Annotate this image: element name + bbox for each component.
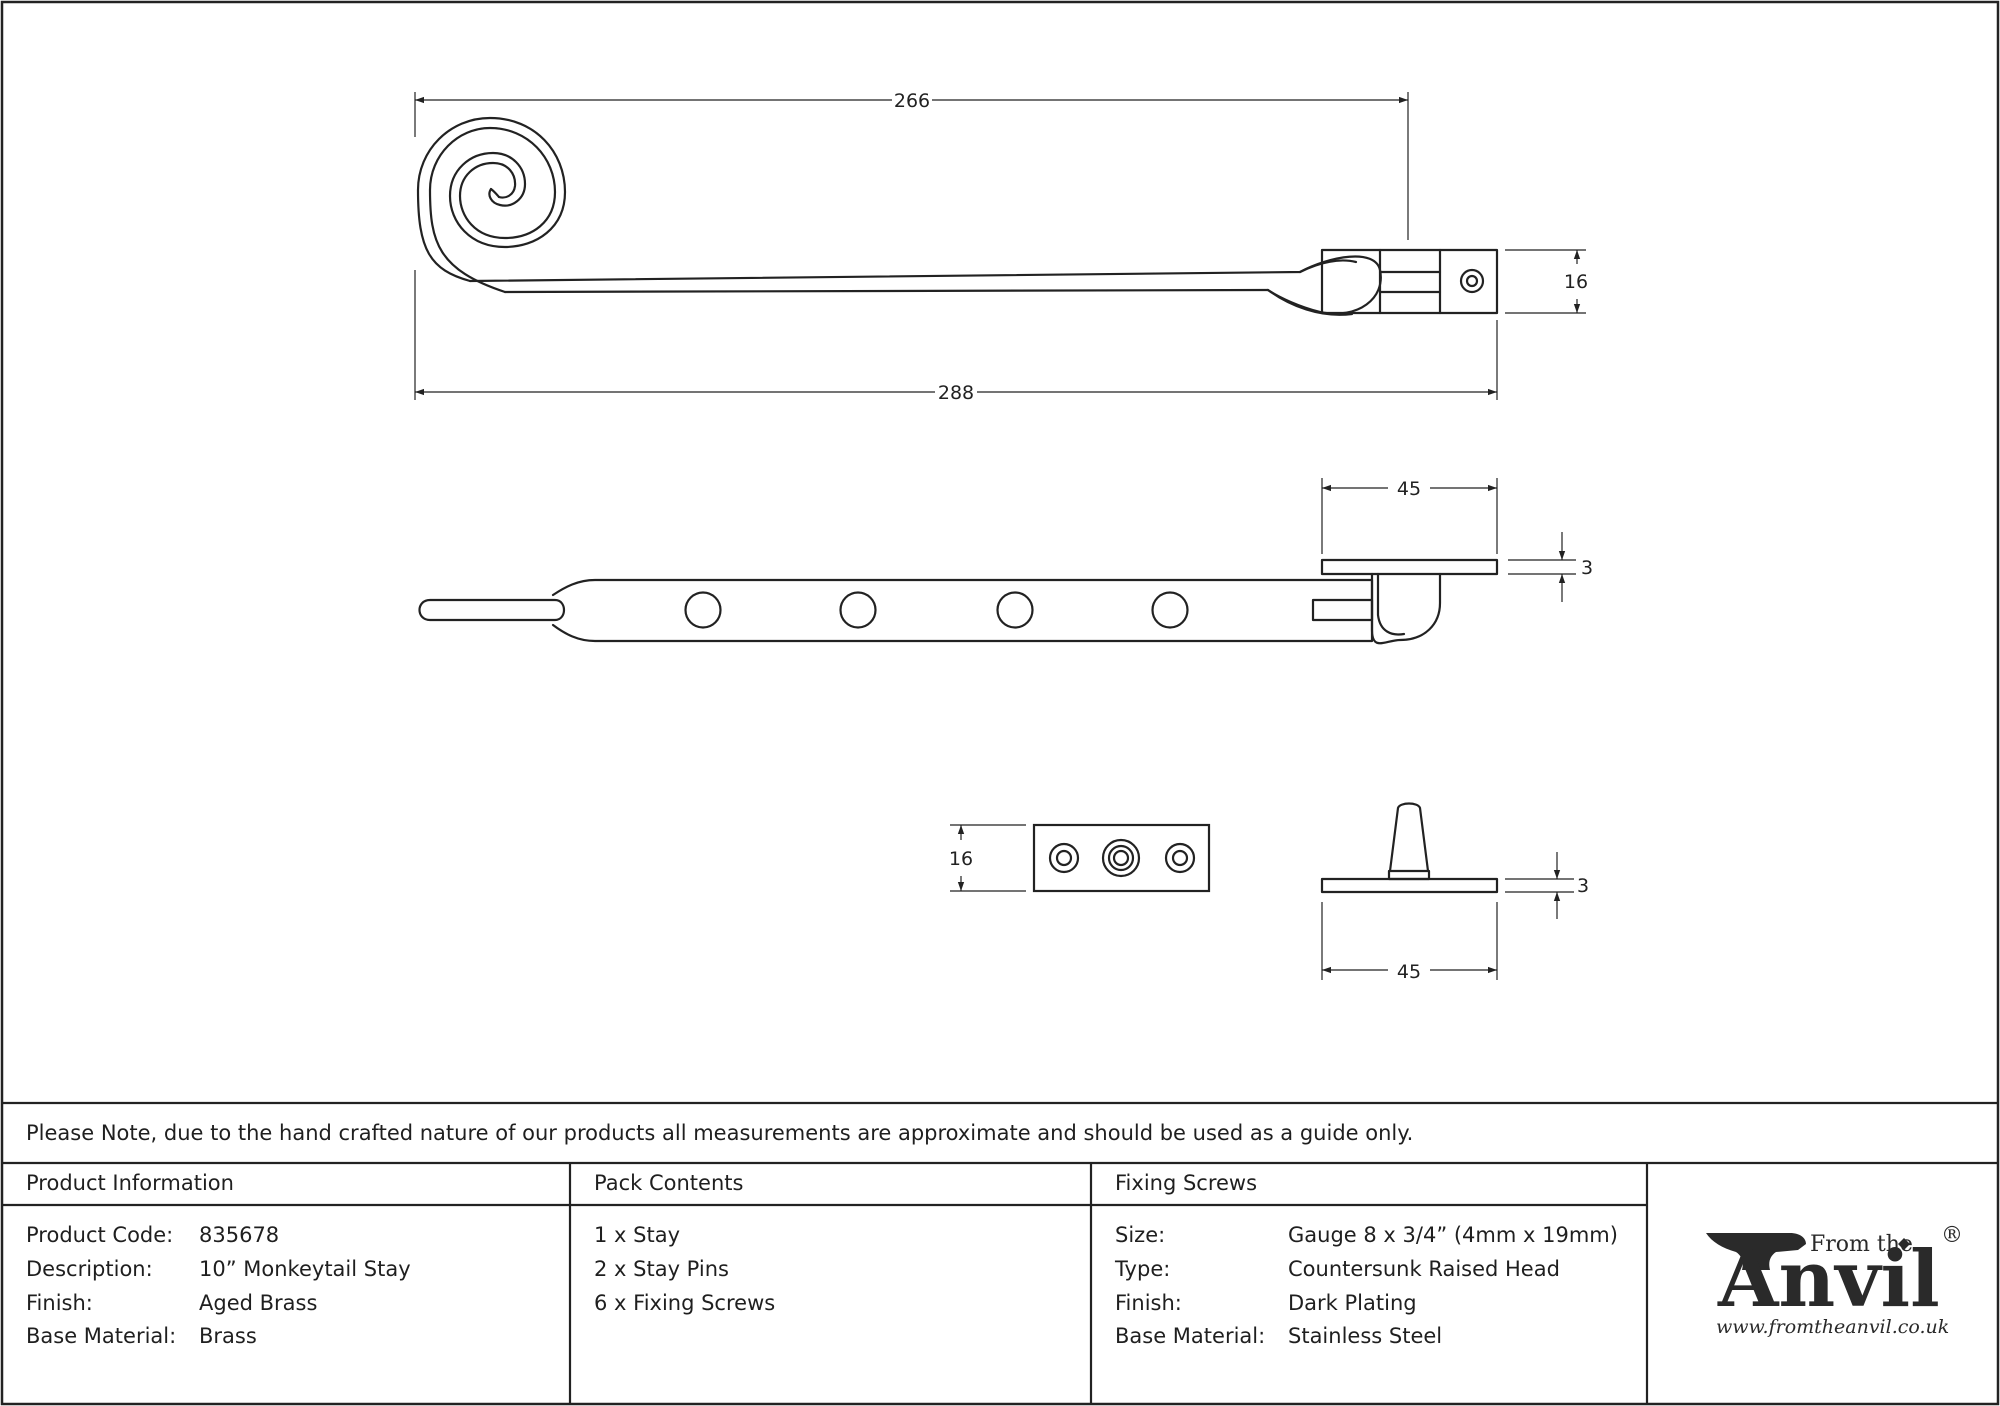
dim-pin-plate-width-label: 45 bbox=[1397, 961, 1421, 983]
pin-peg bbox=[1388, 802, 1430, 872]
dim-bracket-height bbox=[1505, 249, 1586, 314]
dim-side-bracket-width bbox=[1321, 478, 1498, 554]
pack-contents-heading: Pack Contents bbox=[594, 1171, 744, 1195]
side-pin-end bbox=[418, 598, 566, 622]
screw-type-value: Countersunk Raised Head bbox=[1288, 1257, 1560, 1281]
bracket-screw-hole bbox=[1459, 268, 1485, 294]
diamond-icon bbox=[1898, 1238, 1910, 1250]
side-hole-3 bbox=[996, 591, 1034, 629]
side-arm bbox=[551, 578, 1374, 643]
dim-overall-length bbox=[414, 270, 1498, 400]
pin-plate-top-view bbox=[1032, 823, 1211, 893]
dim-pin-plate-height bbox=[950, 824, 1026, 892]
monkeytail-spiral-inner bbox=[428, 126, 557, 294]
side-bracket-tab bbox=[1311, 598, 1374, 622]
screw-size-value: Gauge 8 x 3/4” (4mm x 19mm) bbox=[1288, 1223, 1618, 1247]
finish-label: Finish: bbox=[26, 1291, 93, 1315]
dim-side-plate-thickness bbox=[1508, 532, 1576, 602]
screw-base-material-label: Base Material: bbox=[1115, 1324, 1266, 1348]
screw-finish-label: Finish: bbox=[1115, 1291, 1182, 1315]
pin-plate bbox=[1032, 823, 1211, 893]
from-the-anvil-logo: From the ® Anvil www.fromtheanvil.co.uk bbox=[1706, 1223, 1963, 1338]
dim-pin-plate-thickness-label: 3 bbox=[1577, 875, 1589, 897]
info-table-grid bbox=[2, 1101, 1998, 1404]
product-code-label: Product Code: bbox=[26, 1223, 174, 1247]
finish-value: Aged Brass bbox=[199, 1291, 318, 1315]
logo-registered: ® bbox=[1941, 1223, 1963, 1248]
dim-side-bracket-width-label: 45 bbox=[1397, 478, 1421, 500]
side-hole-2 bbox=[839, 591, 877, 629]
product-info-heading: Product Information bbox=[26, 1171, 234, 1195]
side-hole-1 bbox=[684, 591, 722, 629]
description-value: 10” Monkeytail Stay bbox=[199, 1257, 411, 1281]
screw-finish-value: Dark Plating bbox=[1288, 1291, 1417, 1315]
stay-arm bbox=[468, 259, 1358, 283]
stay-knuckle bbox=[1266, 255, 1382, 315]
stay-side-view bbox=[418, 558, 1499, 645]
pin-side-view bbox=[1320, 802, 1499, 894]
logo-from-the: From the bbox=[1810, 1232, 1913, 1257]
description-label: Description: bbox=[26, 1257, 153, 1281]
measurement-note: Please Note, due to the hand crafted nat… bbox=[26, 1121, 1414, 1145]
dim-top-length-label: 266 bbox=[894, 90, 930, 112]
side-bracket-plate bbox=[1320, 558, 1499, 576]
screw-type-label: Type: bbox=[1115, 1257, 1171, 1281]
dim-pin-plate-thickness bbox=[1505, 852, 1574, 919]
screw-base-material-value: Stainless Steel bbox=[1288, 1324, 1443, 1348]
dim-pin-plate-width bbox=[1321, 902, 1498, 980]
screw-size-label: Size: bbox=[1115, 1223, 1166, 1247]
product-code-value: 835678 bbox=[199, 1223, 280, 1247]
base-material-value: Brass bbox=[199, 1324, 257, 1348]
base-material-label: Base Material: bbox=[26, 1324, 177, 1348]
pin-side-plate bbox=[1320, 877, 1499, 894]
logo-anvil-wordmark: Anvil bbox=[1717, 1234, 1940, 1325]
monkeytail-spiral bbox=[416, 116, 567, 283]
fixing-screws-heading: Fixing Screws bbox=[1115, 1171, 1258, 1195]
pack-item-fixing-screws: 6 x Fixing Screws bbox=[594, 1291, 776, 1315]
anvil-icon bbox=[1706, 1233, 1806, 1270]
stay-top-view bbox=[416, 116, 1499, 316]
side-bracket-hook bbox=[1370, 572, 1442, 645]
dim-bracket-height-label: 16 bbox=[1564, 271, 1588, 293]
dim-top-length bbox=[414, 92, 1409, 240]
side-hole-4 bbox=[1151, 591, 1189, 629]
pack-item-stay-pins: 2 x Stay Pins bbox=[594, 1257, 729, 1281]
logo-url: www.fromtheanvil.co.uk bbox=[1716, 1316, 1949, 1338]
pack-item-stay: 1 x Stay bbox=[594, 1223, 680, 1247]
dim-pin-plate-height-label: 16 bbox=[949, 848, 973, 870]
dim-side-plate-thickness-label: 3 bbox=[1581, 557, 1593, 579]
stay-bracket bbox=[1320, 248, 1499, 315]
dim-overall-length-label: 288 bbox=[938, 382, 974, 404]
